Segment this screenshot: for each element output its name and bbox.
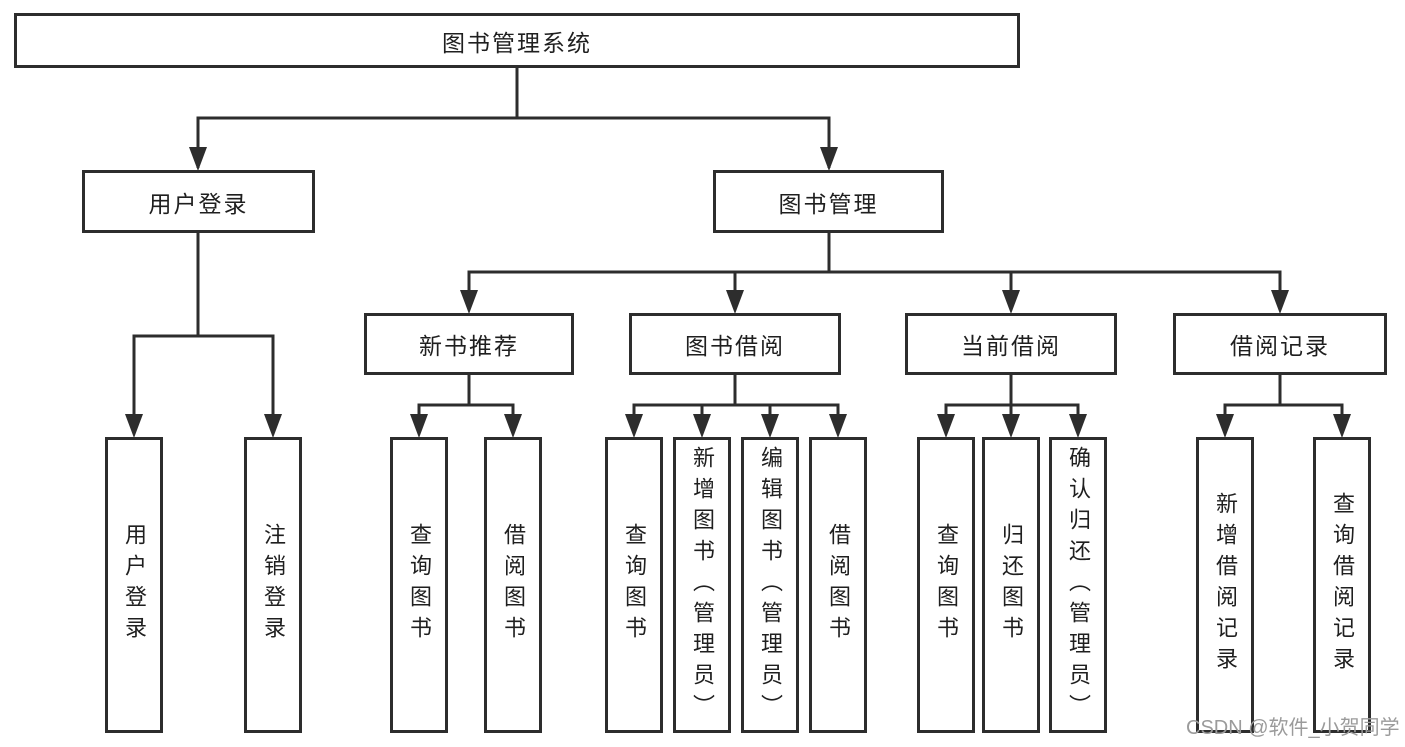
leaf-borrow-book-newrec: 借阅图书 xyxy=(484,437,542,733)
node-book-borrow-label: 图书借阅 xyxy=(685,333,785,359)
node-root-label: 图书管理系统 xyxy=(442,29,592,56)
arrowhead-icon xyxy=(504,414,522,438)
leaf-edit-book-admin-label: 编辑图书（管理员） xyxy=(758,445,783,725)
leaf-add-book-admin-label: 新增图书（管理员） xyxy=(690,445,715,725)
arrowhead-icon xyxy=(937,414,955,438)
leaf-query-book-borrow-label: 查询图书 xyxy=(622,523,647,647)
leaf-query-book-newrec: 查询图书 xyxy=(390,437,448,733)
node-book-borrow: 图书借阅 xyxy=(629,313,841,375)
arrowhead-icon xyxy=(189,147,207,171)
node-user-login-label: 用户登录 xyxy=(148,190,249,217)
arrowhead-icon xyxy=(761,414,779,438)
connector-borrow-record xyxy=(1216,375,1351,438)
node-new-book-recommend-label: 新书推荐 xyxy=(419,333,519,359)
node-borrow-record-label: 借阅记录 xyxy=(1230,333,1330,359)
node-borrow-record: 借阅记录 xyxy=(1173,313,1387,375)
leaf-borrow-book-newrec-label: 借阅图书 xyxy=(501,523,526,647)
leaf-add-borrow-record-label: 新增借阅记录 xyxy=(1213,492,1238,678)
node-current-borrow-label: 当前借阅 xyxy=(961,333,1061,359)
node-user-login: 用户登录 xyxy=(82,170,315,233)
leaf-return-book-label: 归还图书 xyxy=(999,523,1024,647)
leaf-add-borrow-record: 新增借阅记录 xyxy=(1196,437,1254,733)
leaf-edit-book-admin: 编辑图书（管理员） xyxy=(741,437,799,733)
leaf-query-book-borrow: 查询图书 xyxy=(605,437,663,733)
leaf-query-borrow-record-label: 查询借阅记录 xyxy=(1330,492,1355,678)
arrowhead-icon xyxy=(1069,414,1087,438)
leaf-confirm-return-admin-label: 确认归还（管理员） xyxy=(1066,445,1091,725)
connector-current-borrow xyxy=(937,375,1087,438)
node-root: 图书管理系统 xyxy=(14,13,1020,68)
node-book-management: 图书管理 xyxy=(713,170,944,233)
arrowhead-icon xyxy=(625,414,643,438)
leaf-logout-label: 注销登录 xyxy=(261,523,286,647)
leaf-query-book-current-label: 查询图书 xyxy=(934,523,959,647)
watermark: CSDN @软件_小贺同学 xyxy=(1186,711,1400,740)
leaf-user-login-label: 用户登录 xyxy=(122,523,147,647)
arrowhead-icon xyxy=(1271,290,1289,314)
leaf-borrow-book-label: 借阅图书 xyxy=(826,523,851,647)
watermark-text: CSDN @软件_小贺同学 xyxy=(1186,717,1400,739)
connector-user-login xyxy=(125,233,282,438)
node-new-book-recommend: 新书推荐 xyxy=(364,313,574,375)
arrowhead-icon xyxy=(726,290,744,314)
leaf-confirm-return-admin: 确认归还（管理员） xyxy=(1049,437,1107,733)
arrowhead-icon xyxy=(410,414,428,438)
arrowhead-icon xyxy=(829,414,847,438)
arrowhead-icon xyxy=(1216,414,1234,438)
arrowhead-icon xyxy=(1002,290,1020,314)
arrowhead-icon xyxy=(1002,414,1020,438)
connector-new-book xyxy=(410,375,522,438)
leaf-query-borrow-record: 查询借阅记录 xyxy=(1313,437,1371,733)
connector-root xyxy=(189,68,838,171)
leaf-borrow-book: 借阅图书 xyxy=(809,437,867,733)
leaf-logout: 注销登录 xyxy=(244,437,302,733)
arrowhead-icon xyxy=(820,147,838,171)
arrowhead-icon xyxy=(1333,414,1351,438)
arrowhead-icon xyxy=(460,290,478,314)
leaf-user-login: 用户登录 xyxy=(105,437,163,733)
arrowhead-icon xyxy=(693,414,711,438)
arrowhead-icon xyxy=(264,414,282,438)
leaf-query-book-newrec-label: 查询图书 xyxy=(407,523,432,647)
leaf-return-book: 归还图书 xyxy=(982,437,1040,733)
arrowhead-icon xyxy=(125,414,143,438)
node-book-management-label: 图书管理 xyxy=(778,190,879,217)
node-current-borrow: 当前借阅 xyxy=(905,313,1117,375)
leaf-query-book-current: 查询图书 xyxy=(917,437,975,733)
leaf-add-book-admin: 新增图书（管理员） xyxy=(673,437,731,733)
connector-book-management xyxy=(460,233,1289,314)
connector-book-borrow xyxy=(625,375,847,438)
